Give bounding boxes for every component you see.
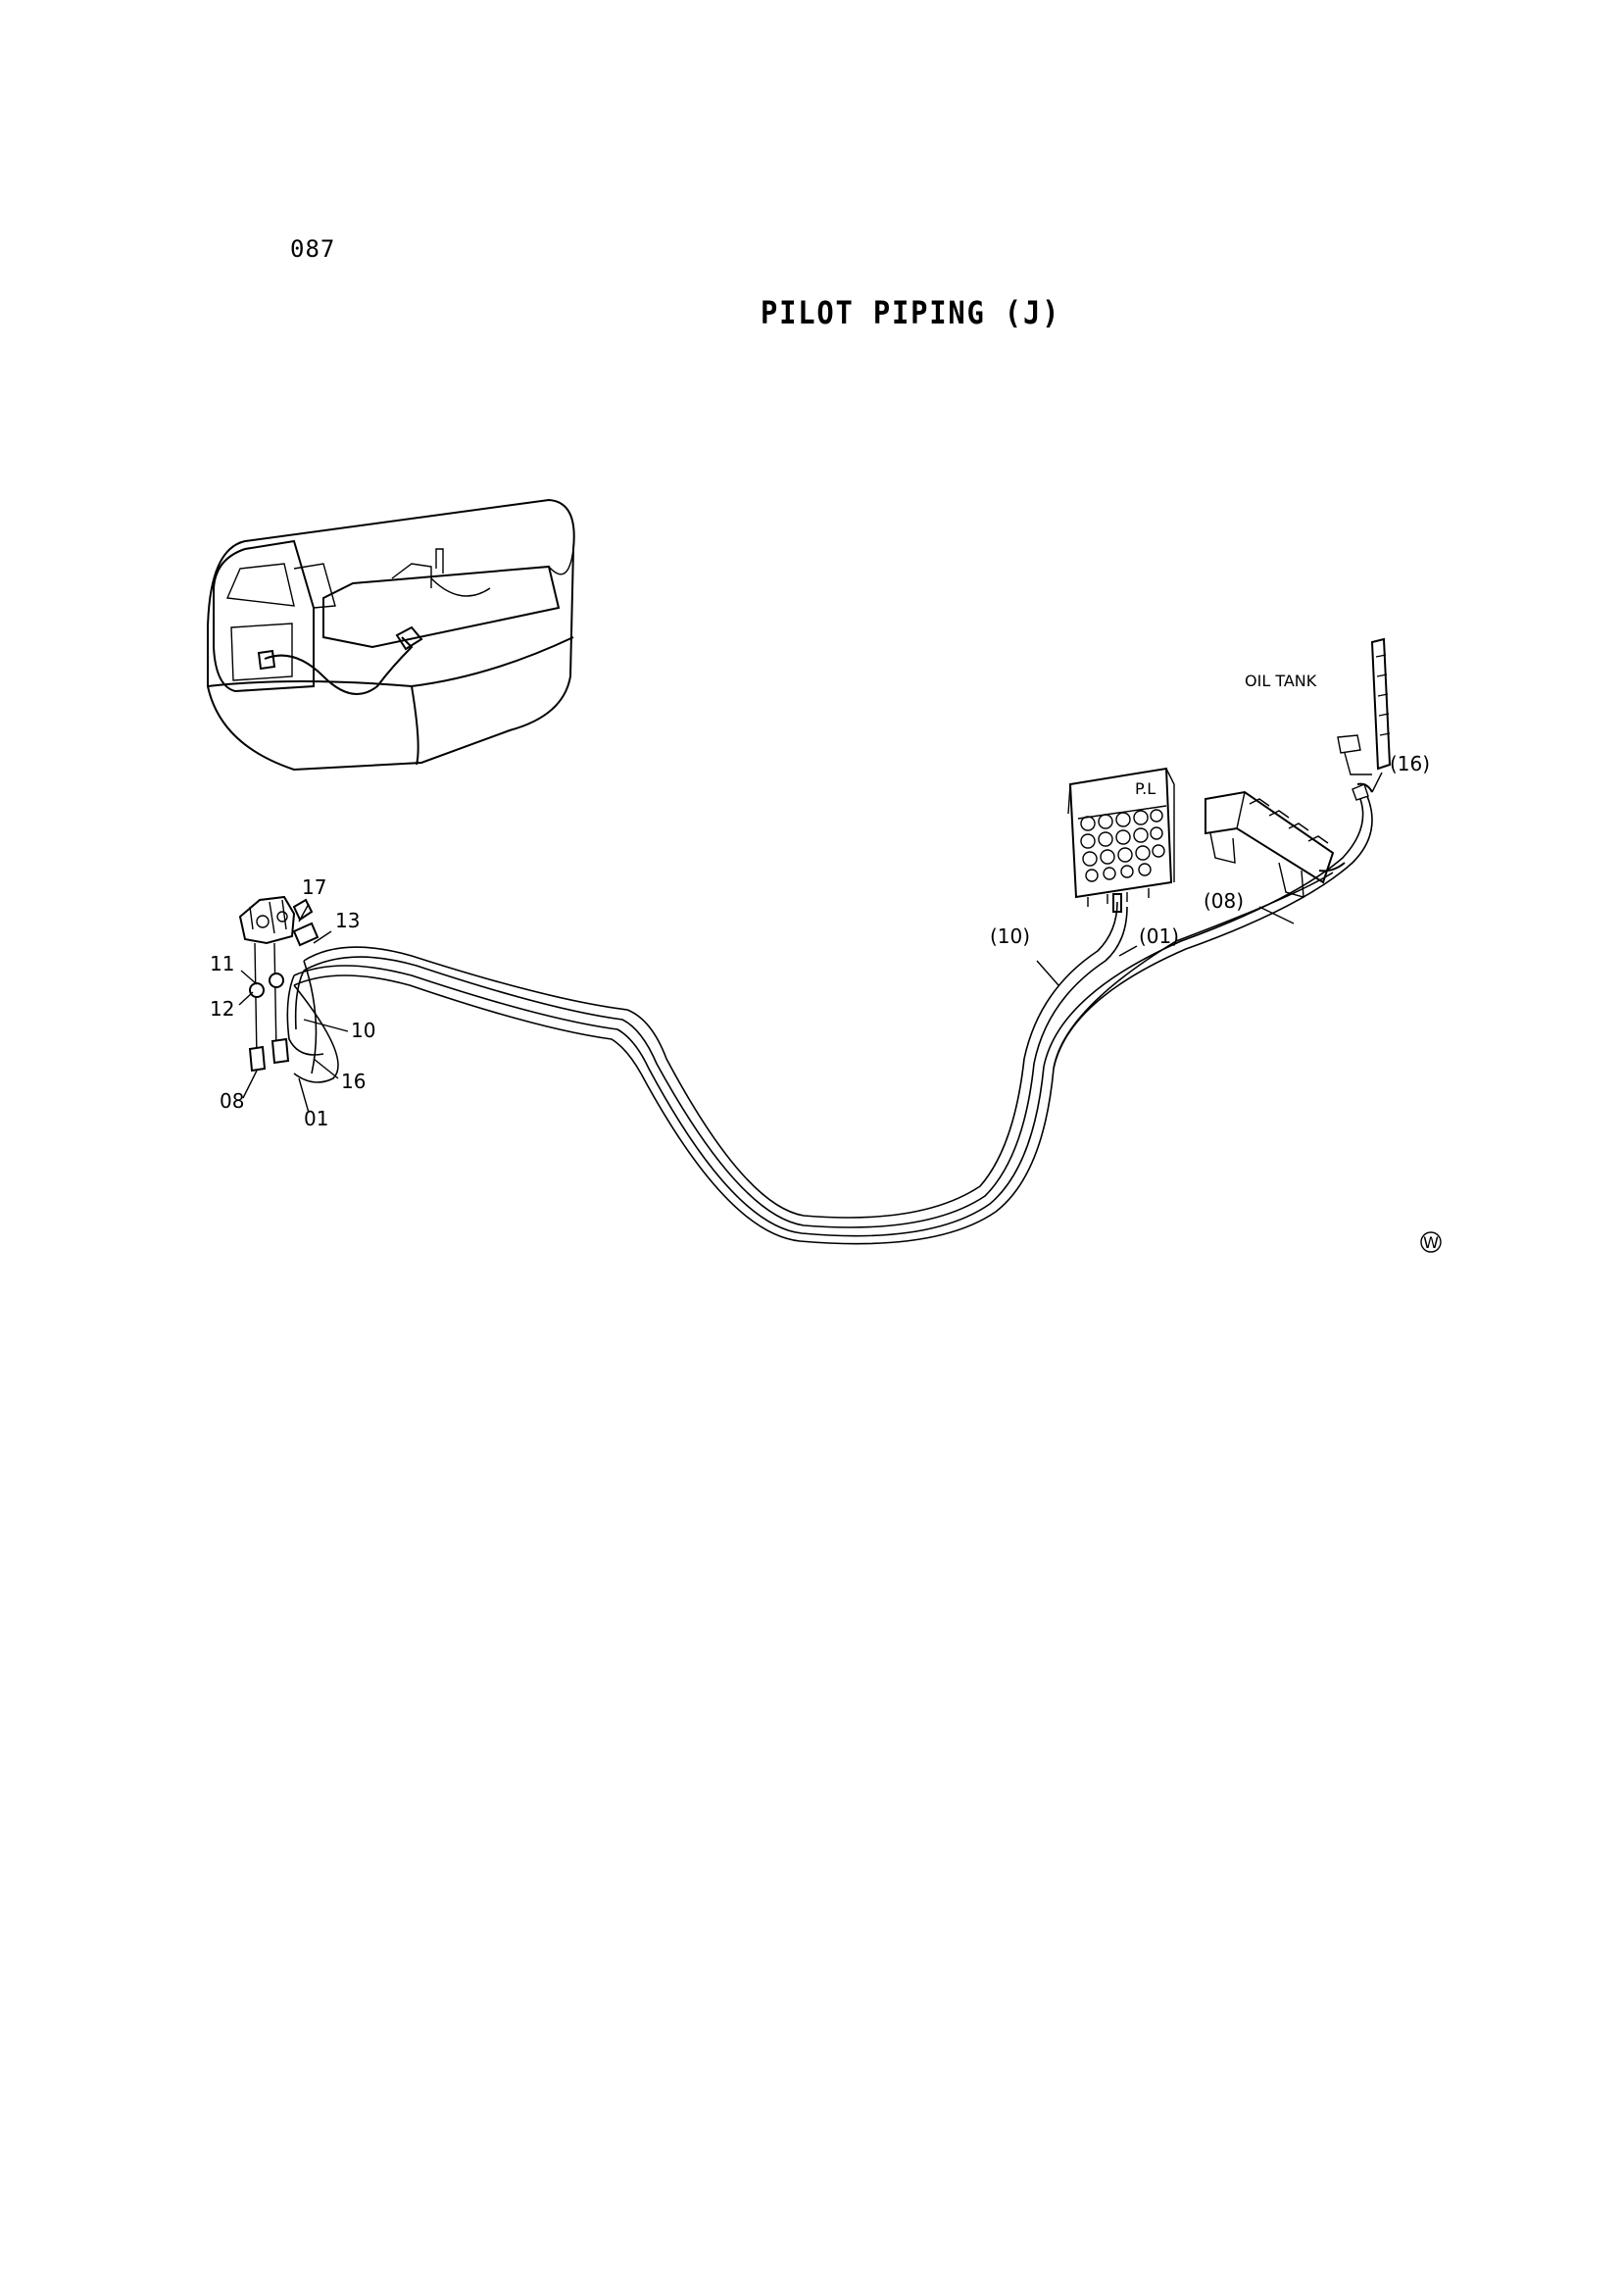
- valve-marking: P.L: [1135, 779, 1156, 798]
- ref-08-label: (08): [1204, 889, 1244, 913]
- leader-lines: [238, 772, 1383, 1114]
- part-01-label: 01: [304, 1107, 328, 1130]
- ref-16-label: (16): [1390, 752, 1430, 775]
- ref-01-label: (01): [1139, 924, 1179, 948]
- page-number: 087: [290, 235, 336, 263]
- oil-tank-bracket: [1337, 637, 1392, 801]
- machine-overview: [207, 498, 575, 772]
- part-08-label: 08: [220, 1089, 244, 1113]
- mark-w-text: W: [1423, 1233, 1439, 1252]
- part-16-label: 16: [341, 1070, 366, 1093]
- part-10-label: 10: [351, 1019, 375, 1042]
- control-valve: P.L: [1067, 767, 1175, 913]
- circled-w-mark: W: [1420, 1231, 1442, 1253]
- part-17-label: 17: [302, 875, 326, 899]
- part-11-label: 11: [210, 952, 234, 975]
- part-12-label: 12: [210, 997, 234, 1021]
- valve-ports: [1080, 809, 1165, 882]
- hose-bundle: [286, 795, 1373, 1245]
- pilot-valve: [238, 895, 320, 1073]
- page-title: PILOT PIPING (J): [761, 294, 1061, 331]
- part-13-label: 13: [335, 909, 360, 932]
- solenoid-valve-bank: [1205, 790, 1346, 898]
- oil-tank-label: OIL TANK: [1245, 672, 1317, 690]
- ref-10-label: (10): [990, 924, 1030, 948]
